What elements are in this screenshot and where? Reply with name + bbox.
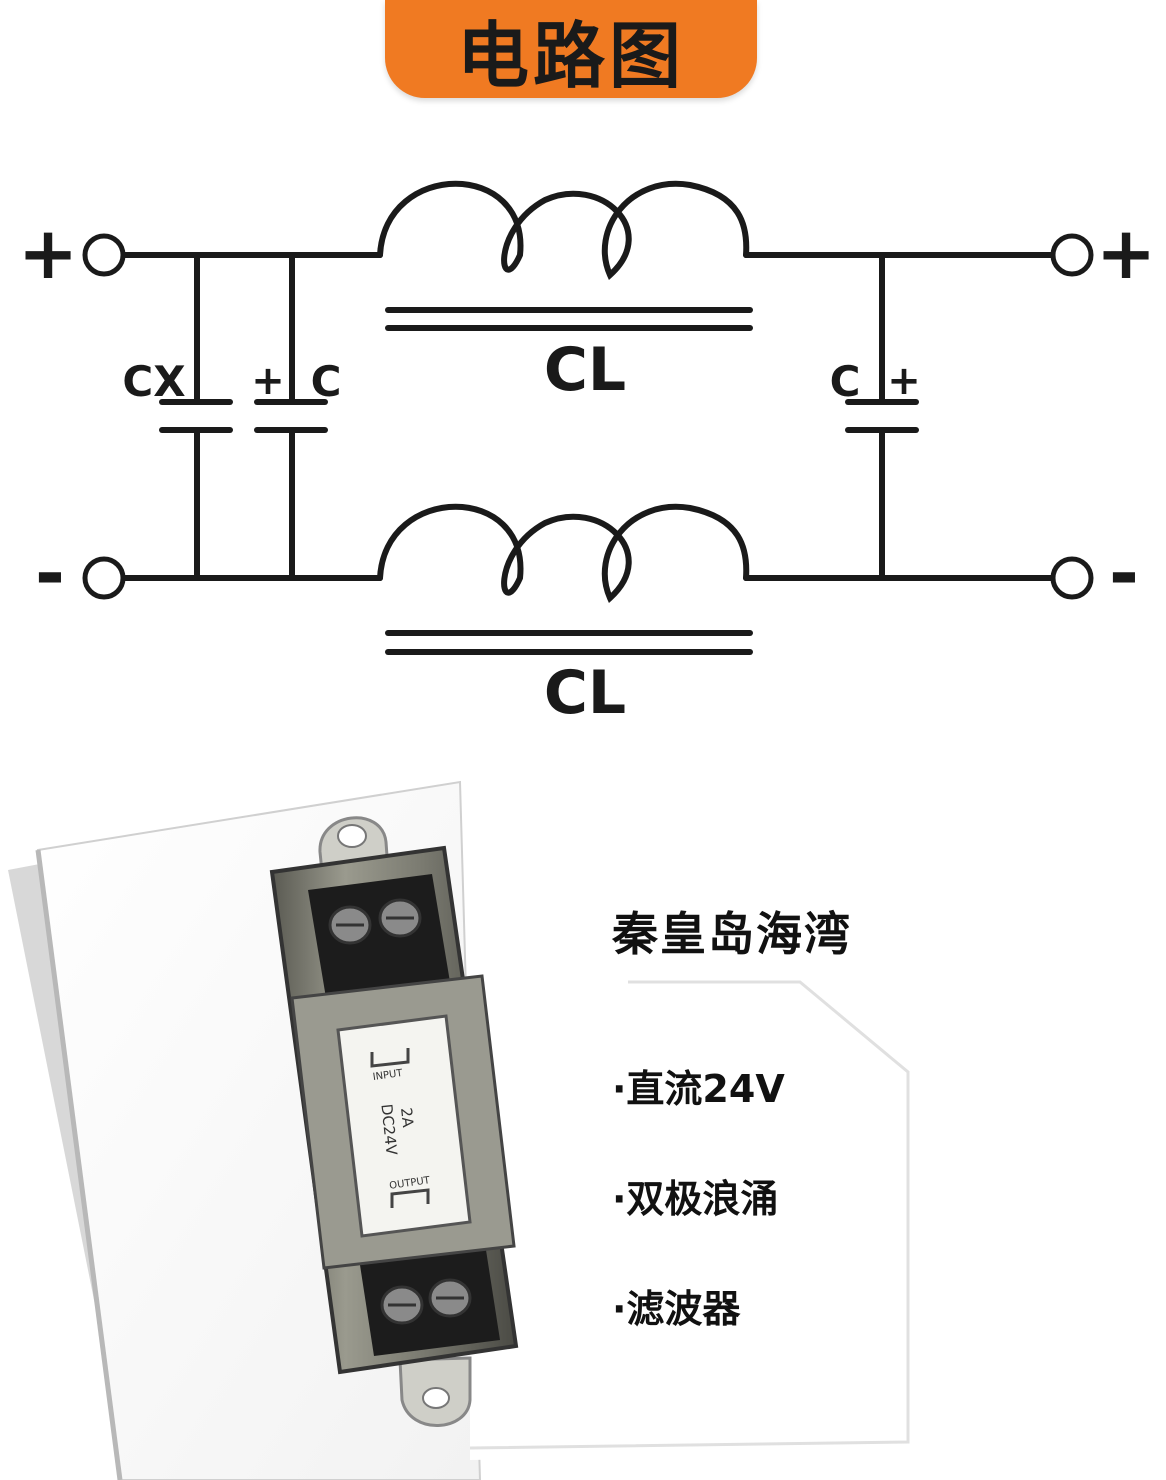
inductor-coil-top [377, 180, 750, 281]
input-bracket [370, 1048, 410, 1068]
feature-item: ·直流24V [612, 1067, 785, 1111]
out-minus-sign: - [1109, 531, 1139, 615]
brand-name: 秦皇岛海湾 [612, 907, 852, 961]
title-banner: 电路图 [385, 0, 757, 98]
device-input-label: INPUT [372, 1068, 404, 1083]
in-plus-sign: + [18, 211, 78, 295]
terminal-block-top [308, 874, 450, 998]
product-photo: INPUT 2A DC24V OUTPUT [8, 770, 950, 1480]
c-right-polarity: + [887, 358, 921, 404]
card-edge [35, 849, 123, 1480]
info-panel-frame [469, 980, 910, 1450]
output-bracket [390, 1188, 430, 1208]
terminal-out-minus [1050, 556, 1094, 600]
feature-item: ·滤波器 [612, 1287, 741, 1331]
c-right-label: C [830, 357, 861, 406]
info-panel [470, 770, 950, 1460]
feature-item: ·双极浪涌 [612, 1177, 779, 1221]
cx-label: CX [122, 357, 185, 406]
device-rating-voltage: DC24V [377, 1103, 400, 1157]
circuit-diagram: + - + - CX + C C + CL CL [18, 180, 1156, 728]
terminal-in-plus [82, 233, 126, 277]
label-plate [336, 1014, 472, 1238]
device-rating-current: 2A [397, 1107, 417, 1129]
terminal-in-minus [82, 556, 126, 600]
inductor-coil-bottom [377, 503, 750, 604]
c-left-label: C [311, 357, 342, 406]
mounting-hole-top [337, 824, 367, 848]
page-title: 电路图 [456, 13, 685, 98]
mounting-hole-bottom [422, 1387, 450, 1409]
inductor-label-bottom: CL [544, 658, 626, 728]
in-minus-sign: - [35, 531, 65, 615]
terminal-out-plus [1050, 233, 1094, 277]
c-left-polarity: + [251, 358, 285, 404]
product-section: INPUT 2A DC24V OUTPUT 秦皇岛海湾 ·直流24V ·双极浪涌… [0, 760, 1166, 1480]
inductor-label-top: CL [544, 335, 626, 405]
out-plus-sign: + [1096, 211, 1156, 295]
